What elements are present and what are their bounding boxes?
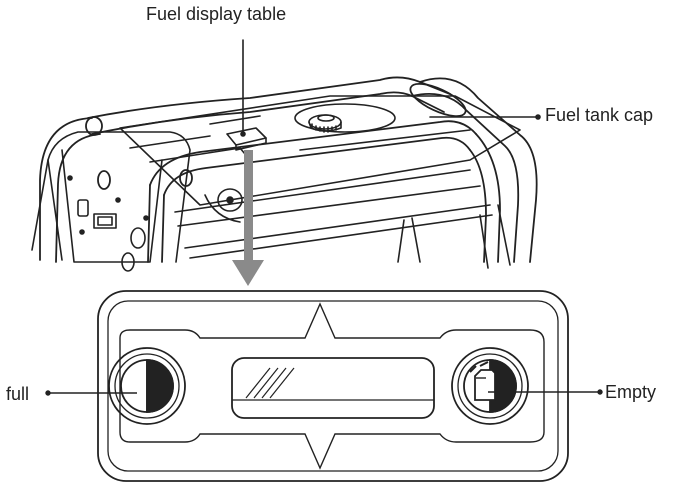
fuel-gauge-small <box>226 127 267 151</box>
zoom-arrow <box>232 150 264 286</box>
empty-indicator-icon <box>451 347 529 425</box>
tubular-frame <box>39 76 538 263</box>
glare-marks <box>245 367 295 399</box>
fuel-tank-cap-label: Fuel tank cap <box>545 105 654 125</box>
fuel-display-table-label: Fuel display table <box>146 4 287 24</box>
generator-body <box>31 95 521 272</box>
empty-label: Empty <box>605 382 657 402</box>
full-indicator-icon <box>108 347 186 425</box>
fuel-tank-cap <box>294 103 396 133</box>
fuel-display-table-enlarged <box>97 290 569 482</box>
full-label: full <box>6 384 30 404</box>
